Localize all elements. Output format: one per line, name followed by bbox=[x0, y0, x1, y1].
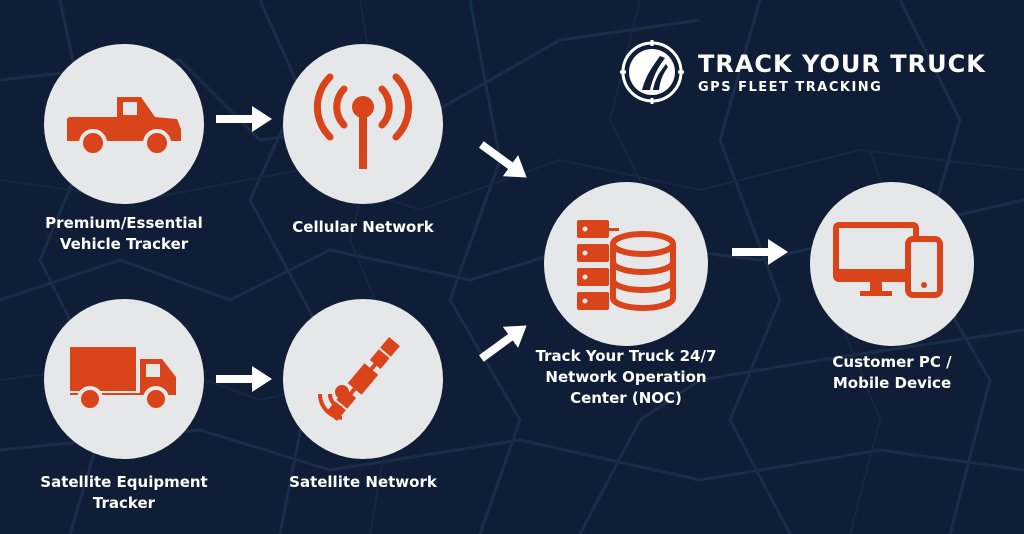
monitor-phone-icon bbox=[833, 222, 943, 298]
arrow-vehicle-to-cellular bbox=[216, 106, 272, 132]
brand-title: TRACK YOUR TRUCK bbox=[698, 50, 986, 78]
satellite-network-label: Satellite Network bbox=[289, 473, 437, 491]
equipment-tracker-node bbox=[44, 299, 204, 459]
noc-label: Track Your Truck 24/7 Network Operation … bbox=[535, 347, 717, 407]
vehicle-tracker-label: Premium/Essential Vehicle Tracker bbox=[45, 214, 203, 253]
cellular-network-node bbox=[283, 44, 443, 204]
satellite-network-node bbox=[283, 299, 443, 459]
vehicle-tracker-node bbox=[44, 44, 204, 204]
arrow-equipment-to-satellite bbox=[216, 366, 272, 392]
equipment-tracker-label: Satellite Equipment Tracker bbox=[40, 473, 208, 512]
server-database-icon bbox=[577, 220, 676, 311]
noc-node bbox=[544, 182, 708, 346]
arrow-noc-to-customer bbox=[732, 239, 788, 265]
brand-logo: TRACK YOUR TRUCK GPS FLEET TRACKING bbox=[620, 40, 985, 104]
cellular-network-label: Cellular Network bbox=[292, 218, 434, 236]
box-truck-icon bbox=[70, 347, 176, 412]
customer-device-label: Customer PC / Mobile Device bbox=[832, 353, 952, 392]
satellite-icon bbox=[317, 336, 400, 422]
road-emblem-icon bbox=[620, 40, 684, 104]
customer-device-node bbox=[810, 182, 974, 346]
pickup-truck-icon bbox=[67, 97, 181, 157]
arrow-satellite-to-noc bbox=[478, 325, 527, 362]
cell-tower-icon bbox=[313, 73, 413, 169]
arrow-cellular-to-noc bbox=[478, 141, 527, 178]
brand-subtitle: GPS FLEET TRACKING bbox=[698, 80, 883, 95]
